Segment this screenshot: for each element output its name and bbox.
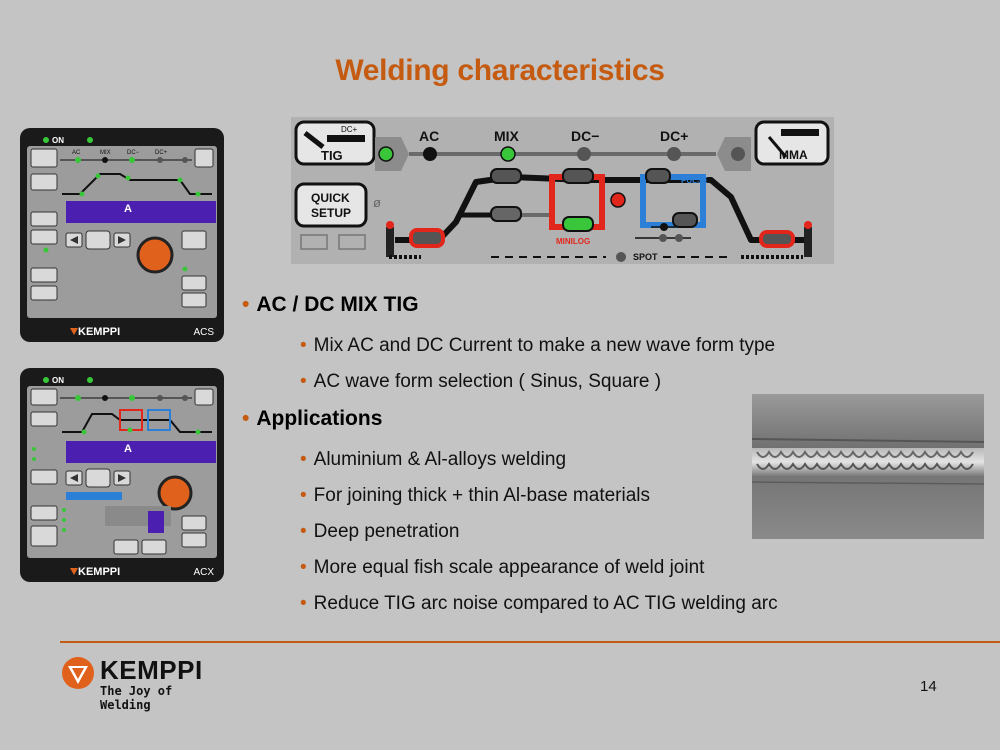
svg-text:AC: AC xyxy=(72,150,81,156)
mix-led xyxy=(500,146,516,162)
heading-text: AC / DC MIX TIG xyxy=(256,293,419,316)
slide-title: Welding characteristics xyxy=(335,54,665,87)
dcplus-led xyxy=(667,147,681,161)
panel-acs-face: ON AC MIX DC− DC+ xyxy=(27,136,217,335)
bullet-text: Reduce TIG arc noise compared to AC TIG … xyxy=(313,593,778,614)
tig-label: TIG xyxy=(321,148,343,163)
bullet-item: •Mix AC and DC Current to make a new wav… xyxy=(300,335,776,356)
bullet-text: Deep penetration xyxy=(313,521,460,542)
mma-label: MMA xyxy=(779,148,808,162)
bullet-text: Aluminium & Al-alloys welding xyxy=(313,449,567,470)
mode-diagram-svg: DC+ TIG AC MIX DC− DC+ MMA xyxy=(294,120,830,262)
dcminus-led xyxy=(577,147,591,161)
minilog-led xyxy=(562,216,594,232)
kemppi-logo: KEMPPI The Joy of Welding xyxy=(58,655,228,712)
pulse-label: PULSE xyxy=(681,176,708,185)
quick-setup-line2: SETUP xyxy=(311,206,351,220)
bullet-text: More equal fish scale appearance of weld… xyxy=(313,557,705,578)
panel-acx-face: ON A xyxy=(27,376,217,575)
svg-text:ø: ø xyxy=(373,195,381,210)
weld-photo xyxy=(752,394,984,539)
panel-brand: KEMPPI xyxy=(78,566,121,578)
page-number: 14 xyxy=(920,678,937,695)
bullet-list: •AC / DC MIX TIG •Mix AC and DC Current … xyxy=(242,290,942,622)
panel-model: ACS xyxy=(193,327,214,338)
on-label: ON xyxy=(52,376,64,385)
logo-tagline: The Joy of Welding xyxy=(100,684,173,712)
spot-label: SPOT xyxy=(633,252,658,262)
tig-led xyxy=(378,146,394,162)
bullet-heading: •Applications xyxy=(242,407,383,430)
heading-text: Applications xyxy=(256,407,383,430)
bullet-text: For joining thick + thin Al-base materia… xyxy=(313,485,651,506)
quick-setup-shape xyxy=(294,182,368,228)
bullet-item: •Aluminium & Al-alloys welding xyxy=(300,449,567,470)
footer-rule xyxy=(60,641,1000,643)
panel-model: ACX xyxy=(193,567,214,578)
quick-setup-line1: QUICK xyxy=(311,191,350,205)
on-label: ON xyxy=(52,136,64,145)
panel-brand: KEMPPI xyxy=(78,326,121,338)
bullet-item: •Reduce TIG arc noise compared to AC TIG… xyxy=(300,593,778,614)
mix-label: MIX xyxy=(494,128,520,144)
bullet-item: •For joining thick + thin Al-base materi… xyxy=(300,485,651,506)
svg-text:DC−: DC− xyxy=(127,150,140,156)
mode-diagram: DC+ TIG AC MIX DC− DC+ MMA xyxy=(291,117,834,264)
bullet-item: •Deep penetration xyxy=(300,521,460,542)
tig-button-shape xyxy=(294,120,376,166)
bullet-heading: •AC / DC MIX TIG xyxy=(242,293,419,316)
svg-text:DC+: DC+ xyxy=(155,150,168,156)
bullet-text: Mix AC and DC Current to make a new wave… xyxy=(313,335,776,356)
control-panel-acs: ON AC MIX DC− DC+ xyxy=(20,128,224,342)
bullet-item: •AC wave form selection ( Sinus, Square … xyxy=(300,371,662,392)
display-unit: A xyxy=(124,203,132,215)
dcplus-label: DC+ xyxy=(660,128,688,144)
dcminus-label: DC− xyxy=(571,128,599,144)
mma-led xyxy=(731,147,745,161)
svg-text:MIX: MIX xyxy=(100,150,111,156)
weld-photo-svg xyxy=(752,394,984,539)
tig-small-label: DC+ xyxy=(341,125,358,134)
bullet-item: •More equal fish scale appearance of wel… xyxy=(300,557,705,578)
display-unit: A xyxy=(124,443,132,455)
bullet-text: AC wave form selection ( Sinus, Square ) xyxy=(313,371,662,392)
ac-label: AC xyxy=(419,128,439,144)
minilog-label: MINILOG xyxy=(556,237,590,246)
kemppi-logo-mark xyxy=(62,657,94,689)
control-panel-acx: ON A xyxy=(20,368,224,582)
ac-led xyxy=(423,147,437,161)
logo-brand: KEMPPI xyxy=(100,655,203,685)
